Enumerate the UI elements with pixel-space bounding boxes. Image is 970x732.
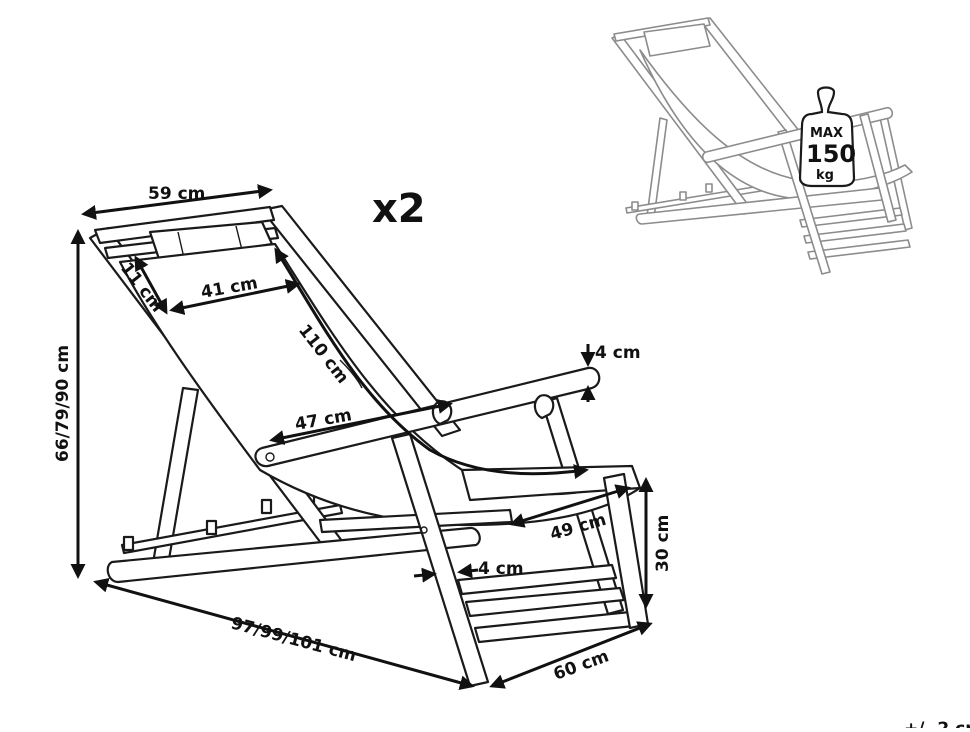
armrest-joint: [533, 394, 555, 420]
badge-value-text: 150: [806, 140, 856, 168]
label-length: 97/99/101 cm: [229, 614, 359, 667]
quantity-label: x2: [372, 186, 426, 232]
label-tolerance: +/- 2 cm: [904, 719, 970, 728]
label-armrest-thickness: 4 cm: [595, 343, 641, 363]
max-load-badge: MAX 150 kg: [798, 86, 856, 188]
main-chair: [88, 204, 650, 688]
notch-peg: [122, 535, 135, 552]
label-leg-thickness: 4 cm: [478, 559, 524, 579]
weight-icon: [798, 86, 856, 188]
notch-peg: [260, 498, 273, 515]
badge-max-text: MAX: [810, 126, 843, 141]
label-height: 66/79/90 cm: [53, 345, 73, 462]
base-runner: [106, 526, 481, 584]
label-width-top: 59 cm: [148, 184, 205, 204]
label-seat-height: 30 cm: [653, 515, 673, 572]
badge-unit-text: kg: [816, 168, 834, 183]
notch-peg: [205, 519, 218, 536]
dimension-arrows: [70, 184, 654, 691]
footrest-slat: [473, 610, 636, 644]
thumbnail-chair: [611, 17, 913, 275]
